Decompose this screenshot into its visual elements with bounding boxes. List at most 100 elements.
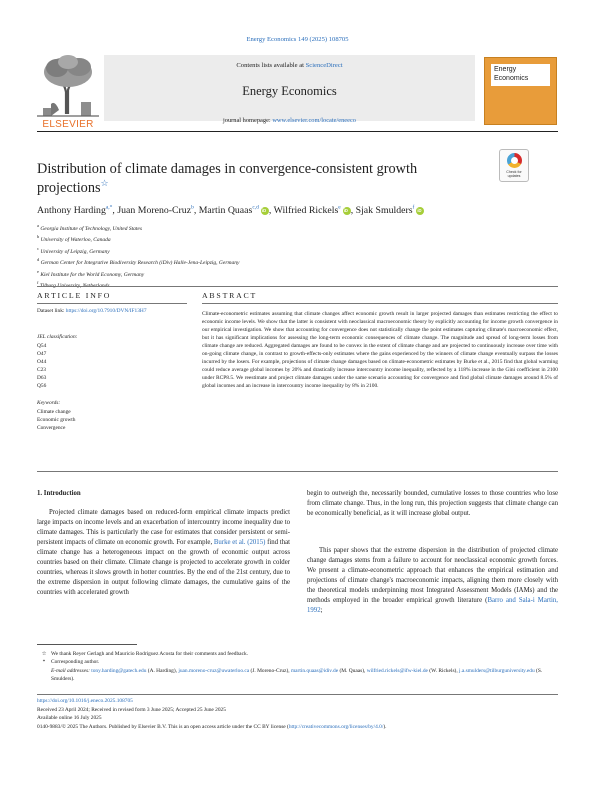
affiliation-text: University of Waterloo, Canada xyxy=(39,237,111,244)
jel-code: O47 xyxy=(37,351,47,358)
email-link[interactable]: j.a.smulders@tilburguniversity.edu xyxy=(459,667,535,674)
contents-prefix: Contents lists available at xyxy=(236,62,306,69)
intro-text-1: Projected climate damages based on reduc… xyxy=(37,509,290,547)
footnote-star-mark: ☆ xyxy=(41,651,47,657)
license-text: 0140-9883/© 2025 The Authors. Published … xyxy=(37,723,289,730)
dates-line: Received 23 April 2024; Received in revi… xyxy=(37,706,226,713)
affiliation-mark: d xyxy=(37,257,40,263)
abstract-bottom-divider xyxy=(37,471,558,472)
contents-line: Contents lists available at ScienceDirec… xyxy=(104,62,475,69)
author-affiliation-mark[interactable]: c,d xyxy=(252,204,259,211)
article-title-text: Distribution of climate damages in conve… xyxy=(37,161,418,196)
affiliation-item: f Tilburg University, Netherlands xyxy=(37,279,437,290)
check-for-updates-label: Check for updates xyxy=(506,170,522,179)
journal-cover[interactable]: Energy Economics xyxy=(484,57,557,125)
title-footnote-mark[interactable]: ☆ xyxy=(100,178,109,189)
header-divider xyxy=(37,131,558,132)
author-name[interactable]: Wilfried Rickels xyxy=(273,205,339,216)
license-line: 0140-9883/© 2025 The Authors. Published … xyxy=(37,723,558,732)
affiliation-mark: e xyxy=(37,268,39,274)
keywords-heading: Keywords: xyxy=(37,400,61,406)
article-info-divider xyxy=(37,303,187,304)
affiliation-list: a Georgia Institute of Technology, Unite… xyxy=(37,222,437,291)
abstract-text: Climate-econometric estimates assuming t… xyxy=(202,311,558,390)
cover-title-line-2: Economics xyxy=(494,75,529,82)
cover-title-line-1: Energy xyxy=(494,66,517,73)
orcid-icon[interactable] xyxy=(342,206,351,215)
author-name[interactable]: Juan Moreno-Cruz xyxy=(117,205,192,216)
jel-code: D63 xyxy=(37,375,47,382)
affiliation-mark: a xyxy=(37,223,39,228)
introduction-right-paragraph-1: begin to outweigh the, necessarily bound… xyxy=(307,490,558,518)
journal-homepage-link[interactable]: www.elsevier.com/locate/eneeco xyxy=(272,117,357,124)
introduction-left-column: Projected climate damages based on reduc… xyxy=(37,508,290,598)
email-link[interactable]: wilfried.rickels@ifw-kiel.de xyxy=(366,667,428,674)
intro-text-3: This paper shows that the extreme disper… xyxy=(307,547,558,605)
email-owner: (S. Smulders). xyxy=(51,667,543,683)
abstract-heading: ABSTRACT xyxy=(202,291,258,300)
author-affiliation-mark[interactable]: f xyxy=(412,204,415,211)
dataset-link[interactable]: https://doi.org/10.7910/DVN/IF13H7 xyxy=(65,308,147,314)
journal-header-band xyxy=(104,55,475,121)
jel-code: Q54 xyxy=(37,343,47,349)
keyword: Convergence xyxy=(37,425,66,431)
keyword: Economic growth xyxy=(37,417,76,423)
jel-code: C23 xyxy=(37,367,46,374)
footnote-thanks: ☆We thank Reyer Gerlagh and Mauricio Rod… xyxy=(37,650,558,658)
affiliation-text: Georgia Institute of Technology, United … xyxy=(38,225,142,232)
journal-title[interactable]: Energy Economics xyxy=(242,84,337,98)
elsevier-wordmark[interactable]: ELSEVIER xyxy=(42,119,94,130)
dataset-label: Dataset link: xyxy=(37,308,66,314)
affiliation-text: Kiel Institute for the World Economy, Ge… xyxy=(38,271,145,278)
footnote-corr-mark: * xyxy=(42,659,46,666)
orcid-icon[interactable] xyxy=(416,206,425,215)
affiliation-item: d German Center for Integrative Biodiver… xyxy=(37,256,437,267)
elsevier-tree-logo xyxy=(37,52,99,118)
journal-homepage-line: journal homepage: www.elsevier.com/locat… xyxy=(104,117,475,124)
author-name[interactable]: Sjak Smulders xyxy=(355,205,413,216)
jel-code: Q56 xyxy=(37,383,47,390)
available-online-line: Available online 16 July 2025 xyxy=(37,715,102,721)
article-info-heading: ARTICLE INFO xyxy=(37,291,112,300)
check-for-updates-icon xyxy=(507,153,522,168)
info-top-divider xyxy=(37,286,558,287)
email-owner: (A. Harding), xyxy=(146,667,179,674)
doi-link[interactable]: https://doi.org/10.1016/j.eneco.2025.108… xyxy=(37,698,133,704)
author-affiliation-mark[interactable]: e xyxy=(338,204,341,211)
email-link[interactable]: martin.quaas@idiv.de xyxy=(290,667,339,674)
intro-text-2: find that climate change has a heterogen… xyxy=(37,539,291,597)
affiliation-item: a Georgia Institute of Technology, Unite… xyxy=(37,222,437,233)
author-list: Anthony Hardinga,*, Juan Moreno-Cruzb, M… xyxy=(37,205,557,216)
citation-burke-2015[interactable]: Burke et al. (2015) xyxy=(213,539,266,547)
article-title: Distribution of climate damages in conve… xyxy=(37,160,492,198)
footnote-corresponding: *Corresponding author. xyxy=(37,658,558,666)
pubinfo-divider xyxy=(37,694,558,695)
email-owner: (W. Rickels), xyxy=(427,667,460,674)
citation-barro-1992[interactable]: Barro and Sala-i Martin, 1992 xyxy=(307,597,558,615)
orcid-icon[interactable] xyxy=(260,206,269,215)
affiliation-item: c University of Leipzig, Germany xyxy=(37,245,437,256)
affiliation-text: Tilburg University, Netherlands xyxy=(38,282,110,289)
affiliation-mark: c xyxy=(37,245,39,251)
email-link[interactable]: tony.harding@gatech.edu xyxy=(91,667,147,674)
affiliation-mark: f xyxy=(37,280,39,286)
license-suffix: ). xyxy=(383,723,387,730)
affiliation-text: University of Leipzig, Germany xyxy=(38,248,110,255)
footnote-emails: E-mail addresses: tony.harding@gatech.ed… xyxy=(37,667,558,684)
email-link[interactable]: juan.moreno-cruz@uwaterloo.ca xyxy=(178,667,250,674)
introduction-right-paragraph-2: This paper shows that the extreme disper… xyxy=(307,546,558,616)
affiliation-item: b University of Waterloo, Canada xyxy=(37,233,437,244)
dataset-line: Dataset link: https://doi.org/10.7910/DV… xyxy=(37,308,187,315)
license-link[interactable]: http://creativecommons.org/licenses/by/4… xyxy=(288,723,384,730)
author-affiliation-mark[interactable]: b xyxy=(191,204,194,211)
author-name[interactable]: Martin Quaas xyxy=(198,205,253,216)
check-for-updates-button[interactable]: Check for updates xyxy=(499,149,529,182)
affiliation-mark: b xyxy=(37,234,40,240)
jel-heading: JEL classification: xyxy=(37,334,78,340)
footnote-divider xyxy=(37,644,137,645)
journal-reference[interactable]: Energy Economics 149 (2025) 108705 xyxy=(246,36,349,43)
sciencedirect-link[interactable]: ScienceDirect xyxy=(305,62,343,69)
author-name[interactable]: Anthony Harding xyxy=(37,205,106,216)
author-affiliation-mark[interactable]: a,* xyxy=(105,204,113,211)
